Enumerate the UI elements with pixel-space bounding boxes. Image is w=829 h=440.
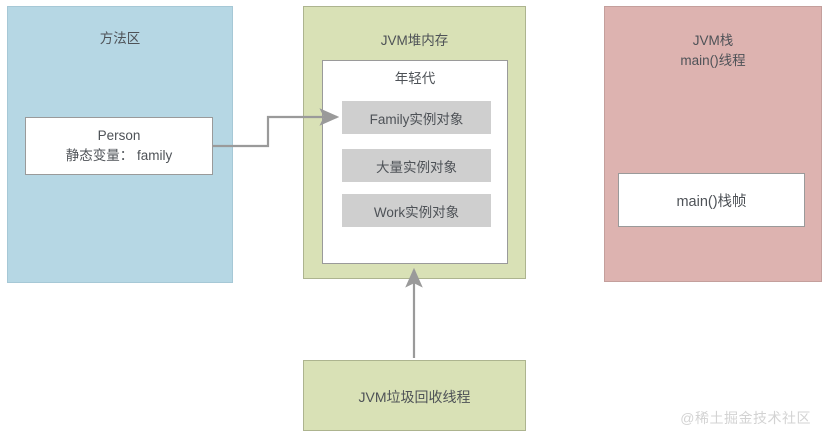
gc-thread-label: JVM垃圾回收线程	[358, 389, 471, 405]
young-generation-label: 年轻代	[394, 71, 436, 86]
heap-object-work: Work实例对象	[342, 194, 491, 227]
heap-object-family: Family实例对象	[342, 101, 491, 134]
method-area-title: 方法区	[99, 31, 141, 46]
jvm-stack-region: JVM栈 main()线程	[604, 6, 822, 282]
young-generation-box: 年轻代 Family实例对象 大量实例对象 Work实例对象	[322, 60, 508, 264]
main-stack-frame-box: main()栈帧	[618, 173, 805, 227]
jvm-heap-title: JVM堆内存	[380, 33, 449, 48]
jvm-stack-title-line1: JVM栈	[692, 33, 734, 48]
jvm-stack-title-line2: main()线程	[680, 53, 746, 68]
heap-object-bulk: 大量实例对象	[342, 149, 491, 182]
gc-thread-box: JVM垃圾回收线程	[303, 360, 526, 431]
person-class-box: Person 静态变量： family	[25, 117, 213, 175]
person-class-name: Person	[97, 128, 141, 143]
person-static-variable: 静态变量： family	[65, 148, 173, 163]
watermark: @稀土掘金技术社区	[680, 410, 811, 426]
